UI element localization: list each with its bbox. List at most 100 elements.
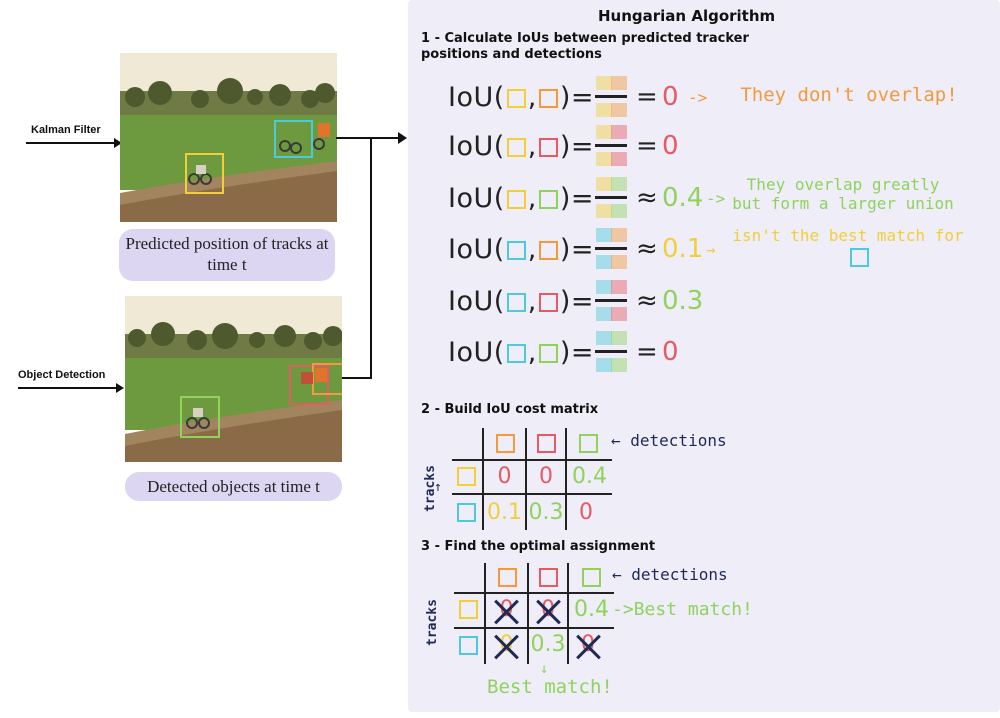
comma: ,	[527, 183, 537, 214]
iou-text: IoU(	[448, 131, 505, 162]
matrix-tracks-arrow: →	[430, 483, 446, 492]
matrix-vline-2	[525, 428, 527, 530]
assign-col-green-icon	[582, 568, 601, 587]
comma: ,	[527, 131, 537, 162]
merge-connector-icon	[336, 132, 407, 379]
iou-text: IoU(	[448, 82, 505, 113]
kalman-arrow-icon	[26, 138, 122, 148]
iou-note: They overlap greatly but form a larger u…	[732, 175, 954, 213]
assign-vline-2	[527, 563, 529, 664]
iou-operator: ≈	[636, 234, 658, 264]
iou-value: 0	[662, 82, 679, 112]
note-arrow: ->	[706, 189, 726, 208]
matrix-cell-2-1: 0.1	[487, 500, 522, 525]
yellow-box-icon	[506, 190, 526, 209]
matrix-detections-label: ← detections	[611, 431, 727, 450]
cyan-box-icon	[850, 248, 869, 267]
close-paren: )=	[559, 337, 595, 368]
close-paren: )=	[559, 183, 595, 214]
assign-cell-1-3: 0.4	[574, 597, 609, 622]
matrix-col-green-icon	[579, 434, 598, 453]
cross-2-1-icon	[492, 633, 520, 661]
iou-formula: IoU(, )=	[448, 183, 594, 214]
iou-operator: ≈	[636, 286, 658, 316]
object-detection-label: Object Detection	[18, 369, 106, 381]
yellow-box-icon	[506, 138, 526, 157]
red-box-icon	[538, 138, 558, 157]
iou-formula: IoU(,)=	[448, 131, 594, 162]
orange-box-icon	[538, 89, 558, 108]
matrix-vline-3	[565, 428, 567, 530]
note-arrow: ->	[688, 88, 708, 107]
iou-text: IoU(	[448, 183, 505, 214]
matrix-cell-1-2: 0	[539, 464, 553, 489]
comma: ,	[527, 286, 537, 317]
matrix-hline-2	[452, 493, 612, 495]
iou-note: isn't the best match for	[732, 226, 964, 245]
detected-caption-text: Detected objects at time t	[147, 477, 320, 496]
comma: ,	[527, 337, 537, 368]
green-box-icon	[538, 190, 558, 209]
left-column: Kalman Filter Pre	[0, 0, 408, 718]
iou-formula: IoU(, )=	[448, 82, 594, 113]
assign-detections-label: ← detections	[612, 565, 728, 584]
close-paren: )=	[559, 286, 595, 317]
cross-2-3-icon	[574, 633, 602, 661]
iou-note: They don't overlap!	[740, 84, 958, 106]
assign-hline-2	[454, 627, 614, 629]
cross-1-1-icon	[492, 598, 520, 626]
matrix-cell-1-1: 0	[497, 464, 512, 489]
iou-value: 0	[662, 131, 679, 161]
iou-operator: =	[636, 82, 658, 112]
iou-fraction-icon	[595, 278, 629, 324]
step-1-heading: 1 - Calculate IoUs between predicted tra…	[421, 31, 749, 62]
iou-fraction-icon	[595, 329, 629, 375]
iou-formula: IoU(, )=	[448, 286, 594, 317]
iou-value: 0	[662, 337, 679, 367]
iou-formula: IoU(,)=	[448, 234, 594, 265]
assign-cell-2-2: 0.3	[530, 632, 566, 657]
matrix-cell-2-3: 0	[579, 500, 593, 525]
iou-operator: ≈	[636, 183, 658, 213]
matrix-hline-1	[452, 459, 612, 461]
assign-row-cyan-icon	[459, 636, 478, 655]
motocross-scene-top	[120, 53, 337, 222]
yellow-box-icon	[506, 89, 526, 108]
assign-tracks-label: tracks	[425, 599, 440, 646]
matrix-col-red-icon	[537, 434, 556, 453]
matrix-row-yellow-icon	[457, 467, 476, 486]
iou-text: IoU(	[448, 234, 505, 265]
iou-value: 0.1	[662, 234, 704, 264]
detected-caption: Detected objects at time t	[125, 472, 342, 501]
cyan-box-icon	[506, 241, 526, 260]
matrix-cell-2-2: 0.3	[528, 500, 564, 525]
detected-objects-image	[125, 296, 342, 462]
red-box-icon	[538, 293, 558, 312]
close-paren: )=	[559, 82, 595, 113]
green-box-icon	[538, 344, 558, 363]
iou-operator: =	[636, 337, 658, 367]
panel-title: Hungarian Algorithm	[598, 7, 776, 25]
detection-arrow-icon	[18, 383, 124, 393]
iou-fraction-icon	[595, 74, 629, 120]
assign-row-yellow-icon	[459, 600, 478, 619]
iou-fraction-icon	[595, 123, 629, 169]
comma: ,	[527, 82, 537, 113]
assign-bottom-note: Best match!	[487, 676, 613, 698]
step-2-heading: 2 - Build IoU cost matrix	[421, 402, 599, 417]
close-paren: )=	[559, 234, 595, 265]
motocross-scene-bottom	[125, 296, 342, 462]
iou-text: IoU(	[448, 286, 505, 317]
assign-row1-note: ->Best match!	[612, 599, 753, 620]
iou-fraction-icon	[595, 175, 629, 221]
step-3-heading: 3 - Find the optimal assignment	[421, 539, 656, 554]
assign-vline-3	[567, 563, 569, 664]
predicted-caption-text: Predicted position of tracks at time t	[125, 234, 329, 274]
assign-col-red-icon	[539, 568, 558, 587]
assign-hline-1	[454, 592, 614, 594]
matrix-col-orange-icon	[496, 434, 515, 453]
iou-text: IoU(	[448, 337, 505, 368]
iou-formula: IoU(, )=	[448, 337, 594, 368]
iou-value: 0.3	[662, 286, 704, 316]
note-arrow: →	[706, 240, 716, 259]
